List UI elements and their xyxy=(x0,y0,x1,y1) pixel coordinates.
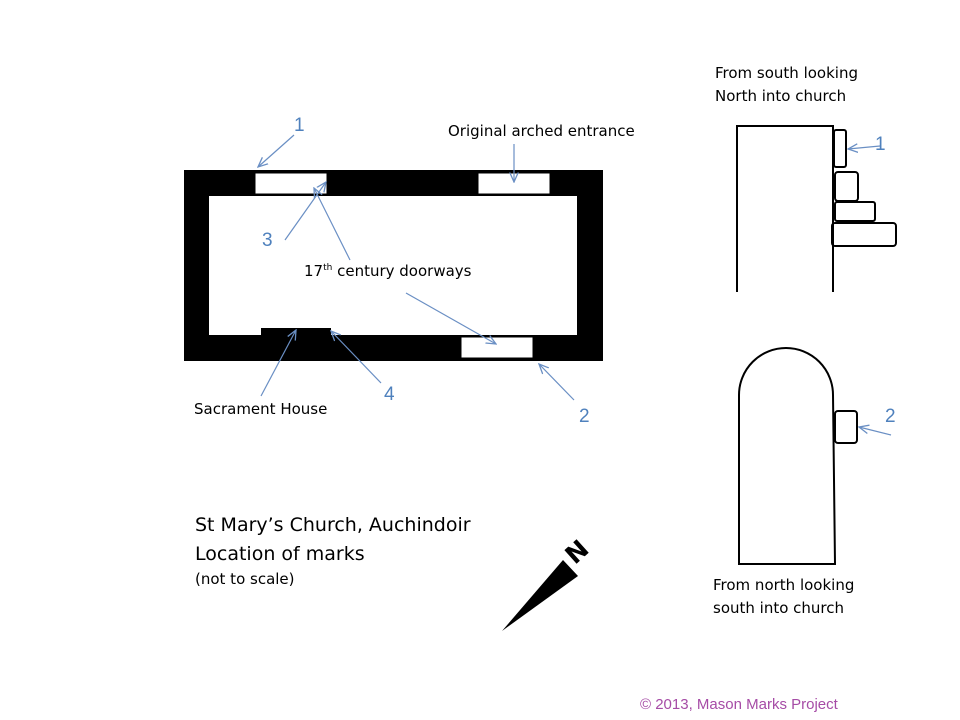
title-subtitle: Location of marks xyxy=(195,543,365,565)
south-stone-3 xyxy=(834,201,876,222)
arrow-mark-2 xyxy=(539,364,575,401)
title-scale-note: (not to scale) xyxy=(195,570,295,588)
south-stone-2 xyxy=(834,171,859,202)
sacrament-house-recess xyxy=(261,328,331,336)
north-compass: N xyxy=(502,534,594,631)
north-stone xyxy=(834,410,858,444)
south-view-line-2: North into church xyxy=(715,87,847,105)
north-view-line-1: From north looking xyxy=(713,576,855,594)
arrow-doorway-south xyxy=(405,292,496,344)
south-elevation-wall xyxy=(736,125,834,292)
north-doorway-west xyxy=(254,172,328,195)
copyright-notice: © 2013, Mason Marks Project xyxy=(640,696,838,713)
arrow-north-mark-2 xyxy=(859,427,892,436)
north-view-line-2: south into church xyxy=(713,599,845,617)
mark-number-2: 2 xyxy=(579,406,590,427)
south-elevation xyxy=(736,125,897,292)
mark-number-3: 3 xyxy=(262,230,273,251)
arrow-south-mark-1 xyxy=(848,146,881,149)
north-elevation-wall xyxy=(738,347,837,565)
label-doorways-number: 17 xyxy=(304,262,324,280)
arrow-sacrament-house xyxy=(260,330,296,397)
label-doorways-superscript: th xyxy=(323,263,333,273)
south-view-mark-1: 1 xyxy=(875,134,886,155)
arrow-doorway-north xyxy=(314,188,351,261)
label-original-entrance: Original arched entrance xyxy=(448,122,635,140)
arrow-mark-1 xyxy=(258,134,295,167)
arrow-mark-4 xyxy=(331,331,382,384)
north-elevation xyxy=(738,347,892,565)
south-doorway xyxy=(460,336,534,359)
south-stone-4 xyxy=(831,222,897,247)
mark-number-4: 4 xyxy=(384,384,395,405)
mark-number-1: 1 xyxy=(294,115,305,136)
compass-needle xyxy=(502,560,578,631)
north-view-caption: From north looking south into church xyxy=(713,574,854,620)
label-17th-century-doorways: 17th century doorways xyxy=(304,257,471,283)
plan-arrows xyxy=(258,134,575,401)
plan-interior xyxy=(209,196,577,335)
north-view-mark-2: 2 xyxy=(885,406,896,427)
label-sacrament-house: Sacrament House xyxy=(194,400,328,418)
south-view-caption: From south looking North into church xyxy=(715,62,858,108)
church-plan xyxy=(184,170,603,361)
south-view-line-1: From south looking xyxy=(715,64,858,82)
title-block: St Mary’s Church, Auchindoir Location of… xyxy=(195,511,471,589)
title-church-name: St Mary’s Church, Auchindoir xyxy=(195,514,471,536)
label-doorways-text: century doorways xyxy=(332,262,472,280)
south-stone-1 xyxy=(833,129,847,168)
